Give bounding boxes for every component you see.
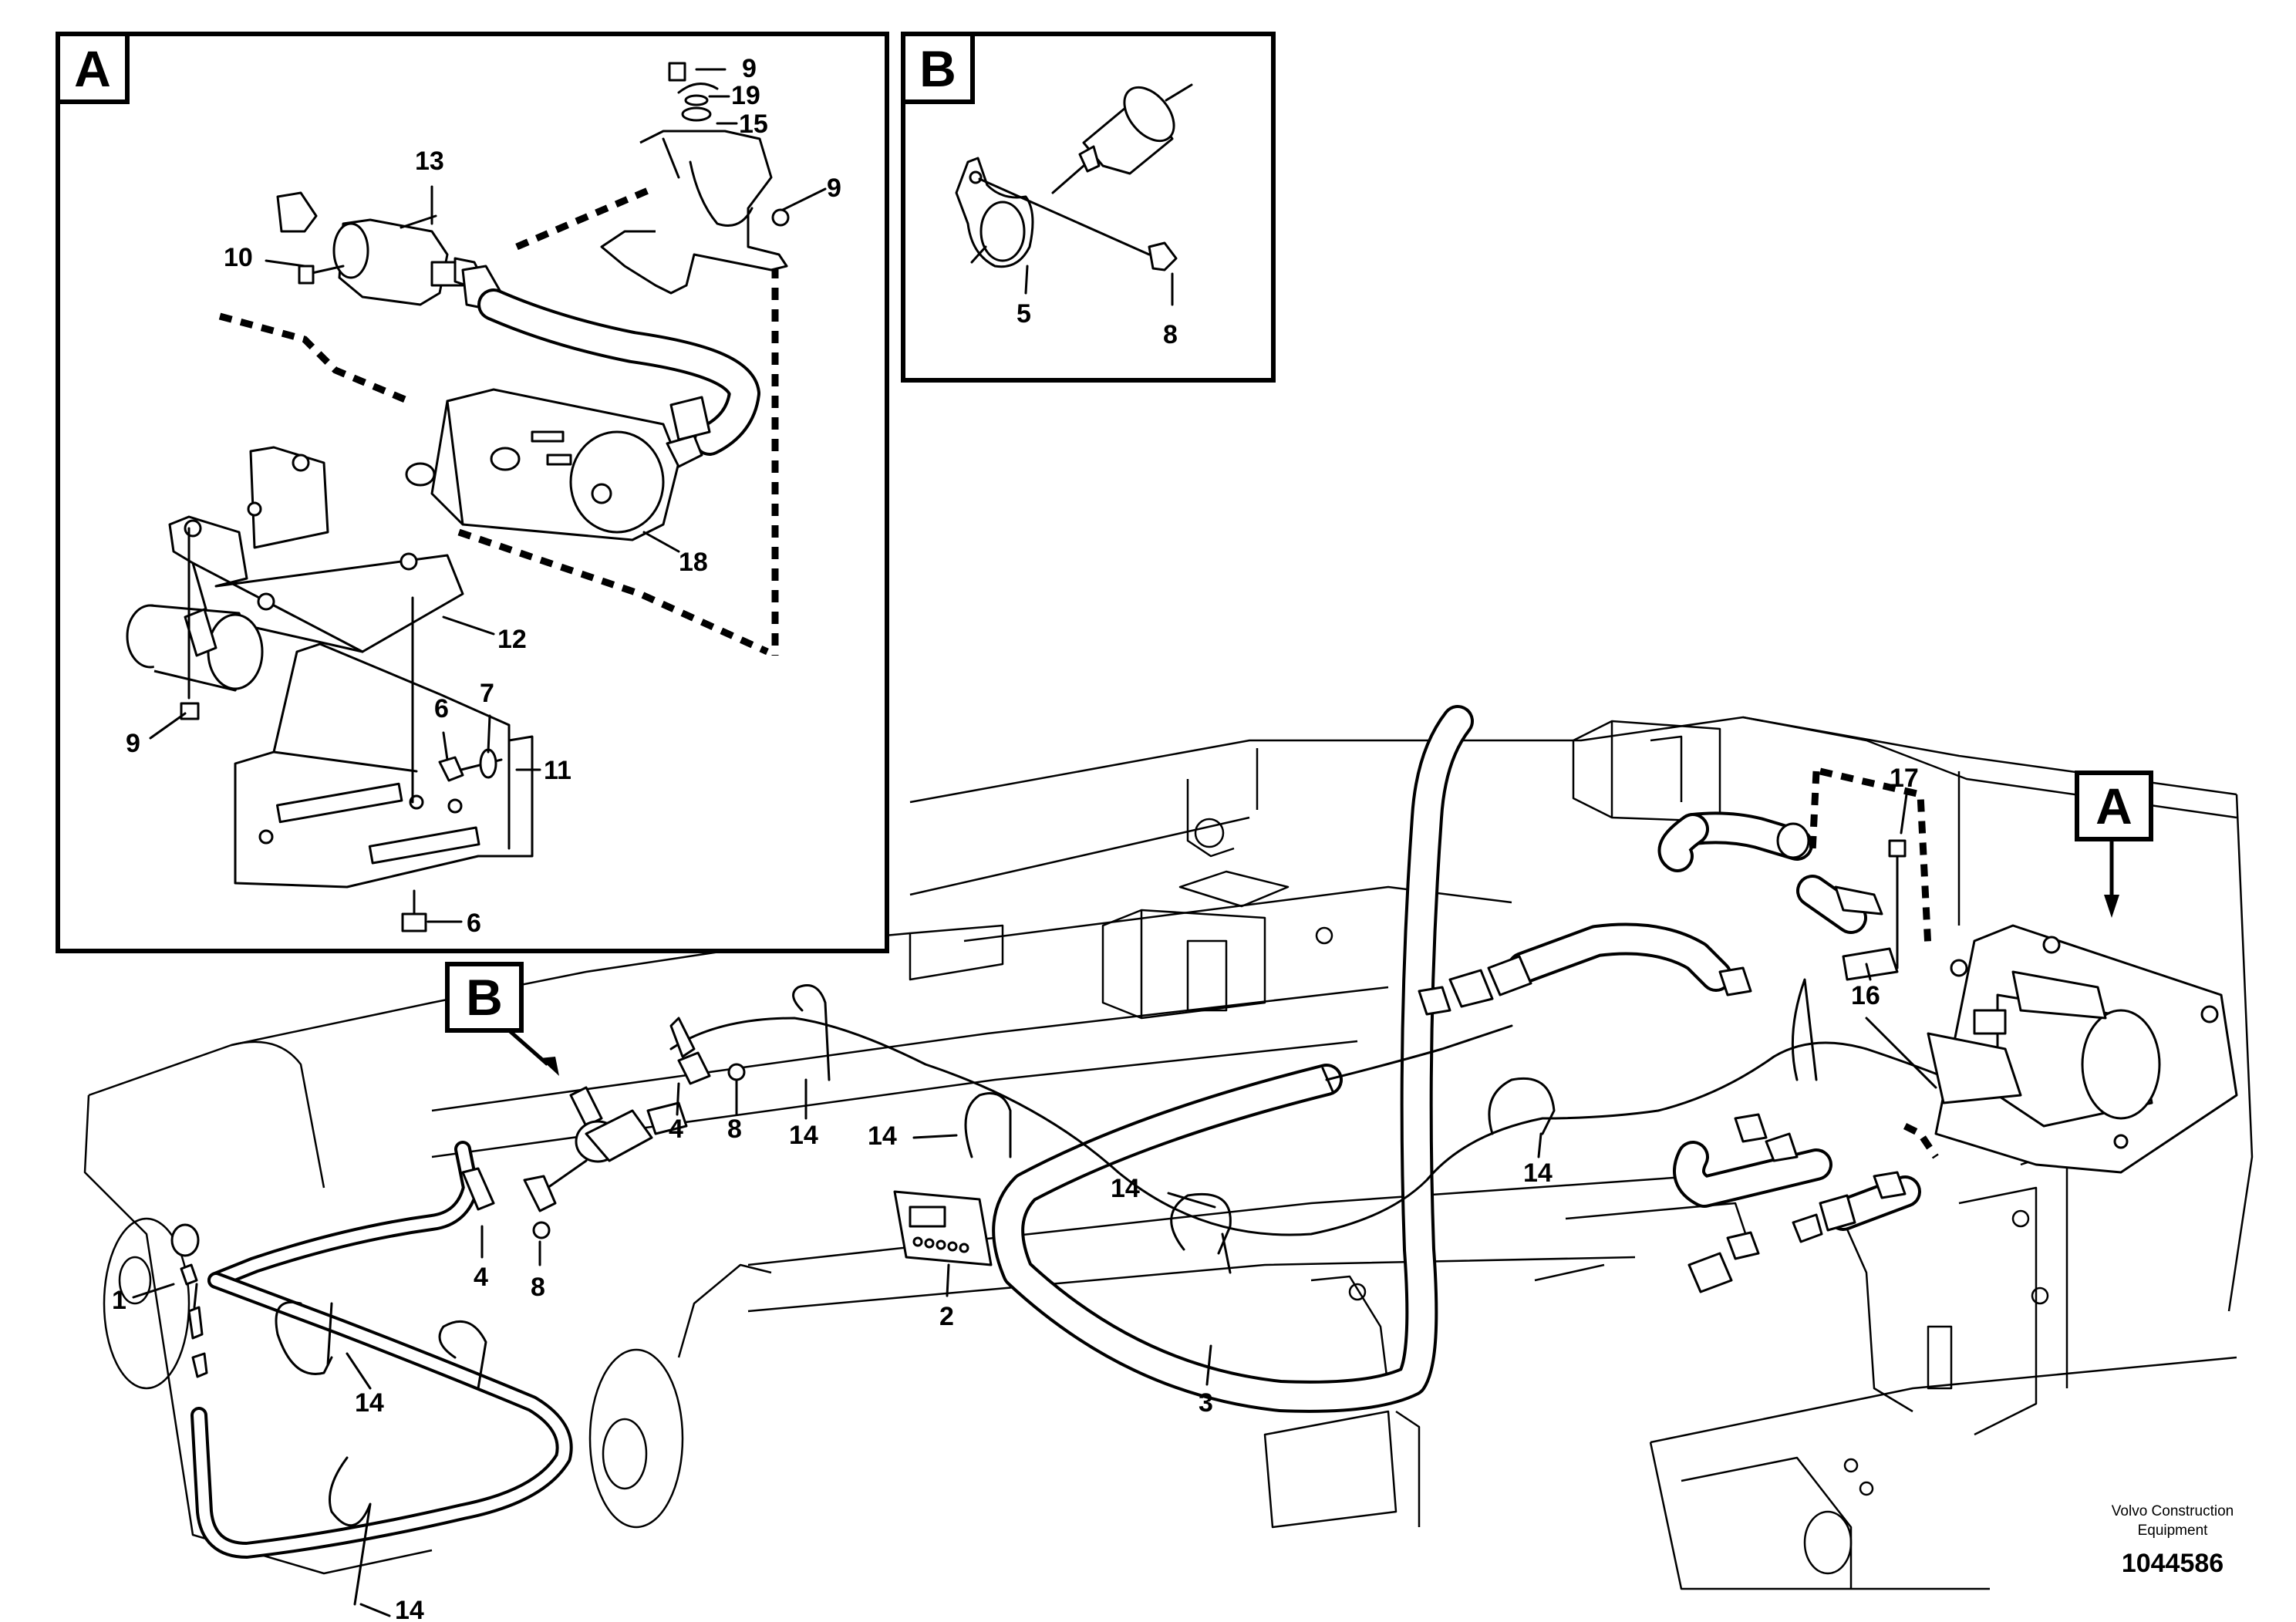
callout-b-8: 8 <box>1163 320 1178 349</box>
callout-8-upper: 8 <box>727 1114 742 1144</box>
callout-8-lower: 8 <box>531 1273 545 1302</box>
callout-14-e: 14 <box>355 1388 384 1418</box>
callout-4-lower: 4 <box>474 1263 488 1292</box>
callout-a-6-bottom: 6 <box>467 909 481 938</box>
detail-a-label: A <box>74 40 111 97</box>
callout-2: 2 <box>939 1302 954 1331</box>
callout-a-19: 19 <box>731 81 760 110</box>
callout-a-9-left: 9 <box>126 729 140 758</box>
callout-4-upper: 4 <box>669 1114 683 1144</box>
company-name-line2: Equipment <box>2138 1523 2209 1539</box>
footer: Volvo Construction Equipment 1044586 <box>2112 1503 2234 1578</box>
svg-text:B: B <box>466 969 503 1026</box>
detail-b-label: B <box>919 40 956 97</box>
callout-14-b: 14 <box>868 1121 897 1151</box>
callout-a-9-right: 9 <box>827 174 841 203</box>
callout-14-d: 14 <box>1523 1158 1553 1188</box>
callout-a-15: 15 <box>739 110 768 139</box>
svg-text:A: A <box>2095 777 2132 835</box>
company-name-line1: Volvo Construction <box>2112 1503 2234 1519</box>
callout-3: 3 <box>1199 1388 1213 1418</box>
callout-a-18: 18 <box>679 548 708 577</box>
callout-17: 17 <box>1890 764 1919 793</box>
callout-16: 16 <box>1851 981 1880 1010</box>
callout-a-12: 12 <box>497 625 527 654</box>
callout-a-7: 7 <box>480 679 494 708</box>
detail-b-panel: B 5 8 <box>901 32 1276 383</box>
main-assembly: 17 16 4 8 14 14 14 14 2 4 8 1 14 3 14 <box>112 705 2238 1622</box>
callout-a-9-top: 9 <box>742 54 757 83</box>
view-marker-a: A <box>2075 771 2153 918</box>
callout-14-c: 14 <box>1111 1174 1140 1203</box>
callout-a-11: 11 <box>544 756 571 785</box>
callout-a-13: 13 <box>415 147 444 176</box>
callout-b-5: 5 <box>1017 299 1031 329</box>
view-marker-b: B <box>445 962 559 1076</box>
detail-a-panel: A <box>56 32 889 953</box>
callout-14-f: 14 <box>395 1596 424 1622</box>
callout-a-6-mid: 6 <box>434 694 449 723</box>
callout-1: 1 <box>112 1286 126 1315</box>
callout-14-a: 14 <box>789 1121 818 1150</box>
document-number: 1044586 <box>2122 1549 2224 1578</box>
callout-a-10: 10 <box>224 243 253 272</box>
